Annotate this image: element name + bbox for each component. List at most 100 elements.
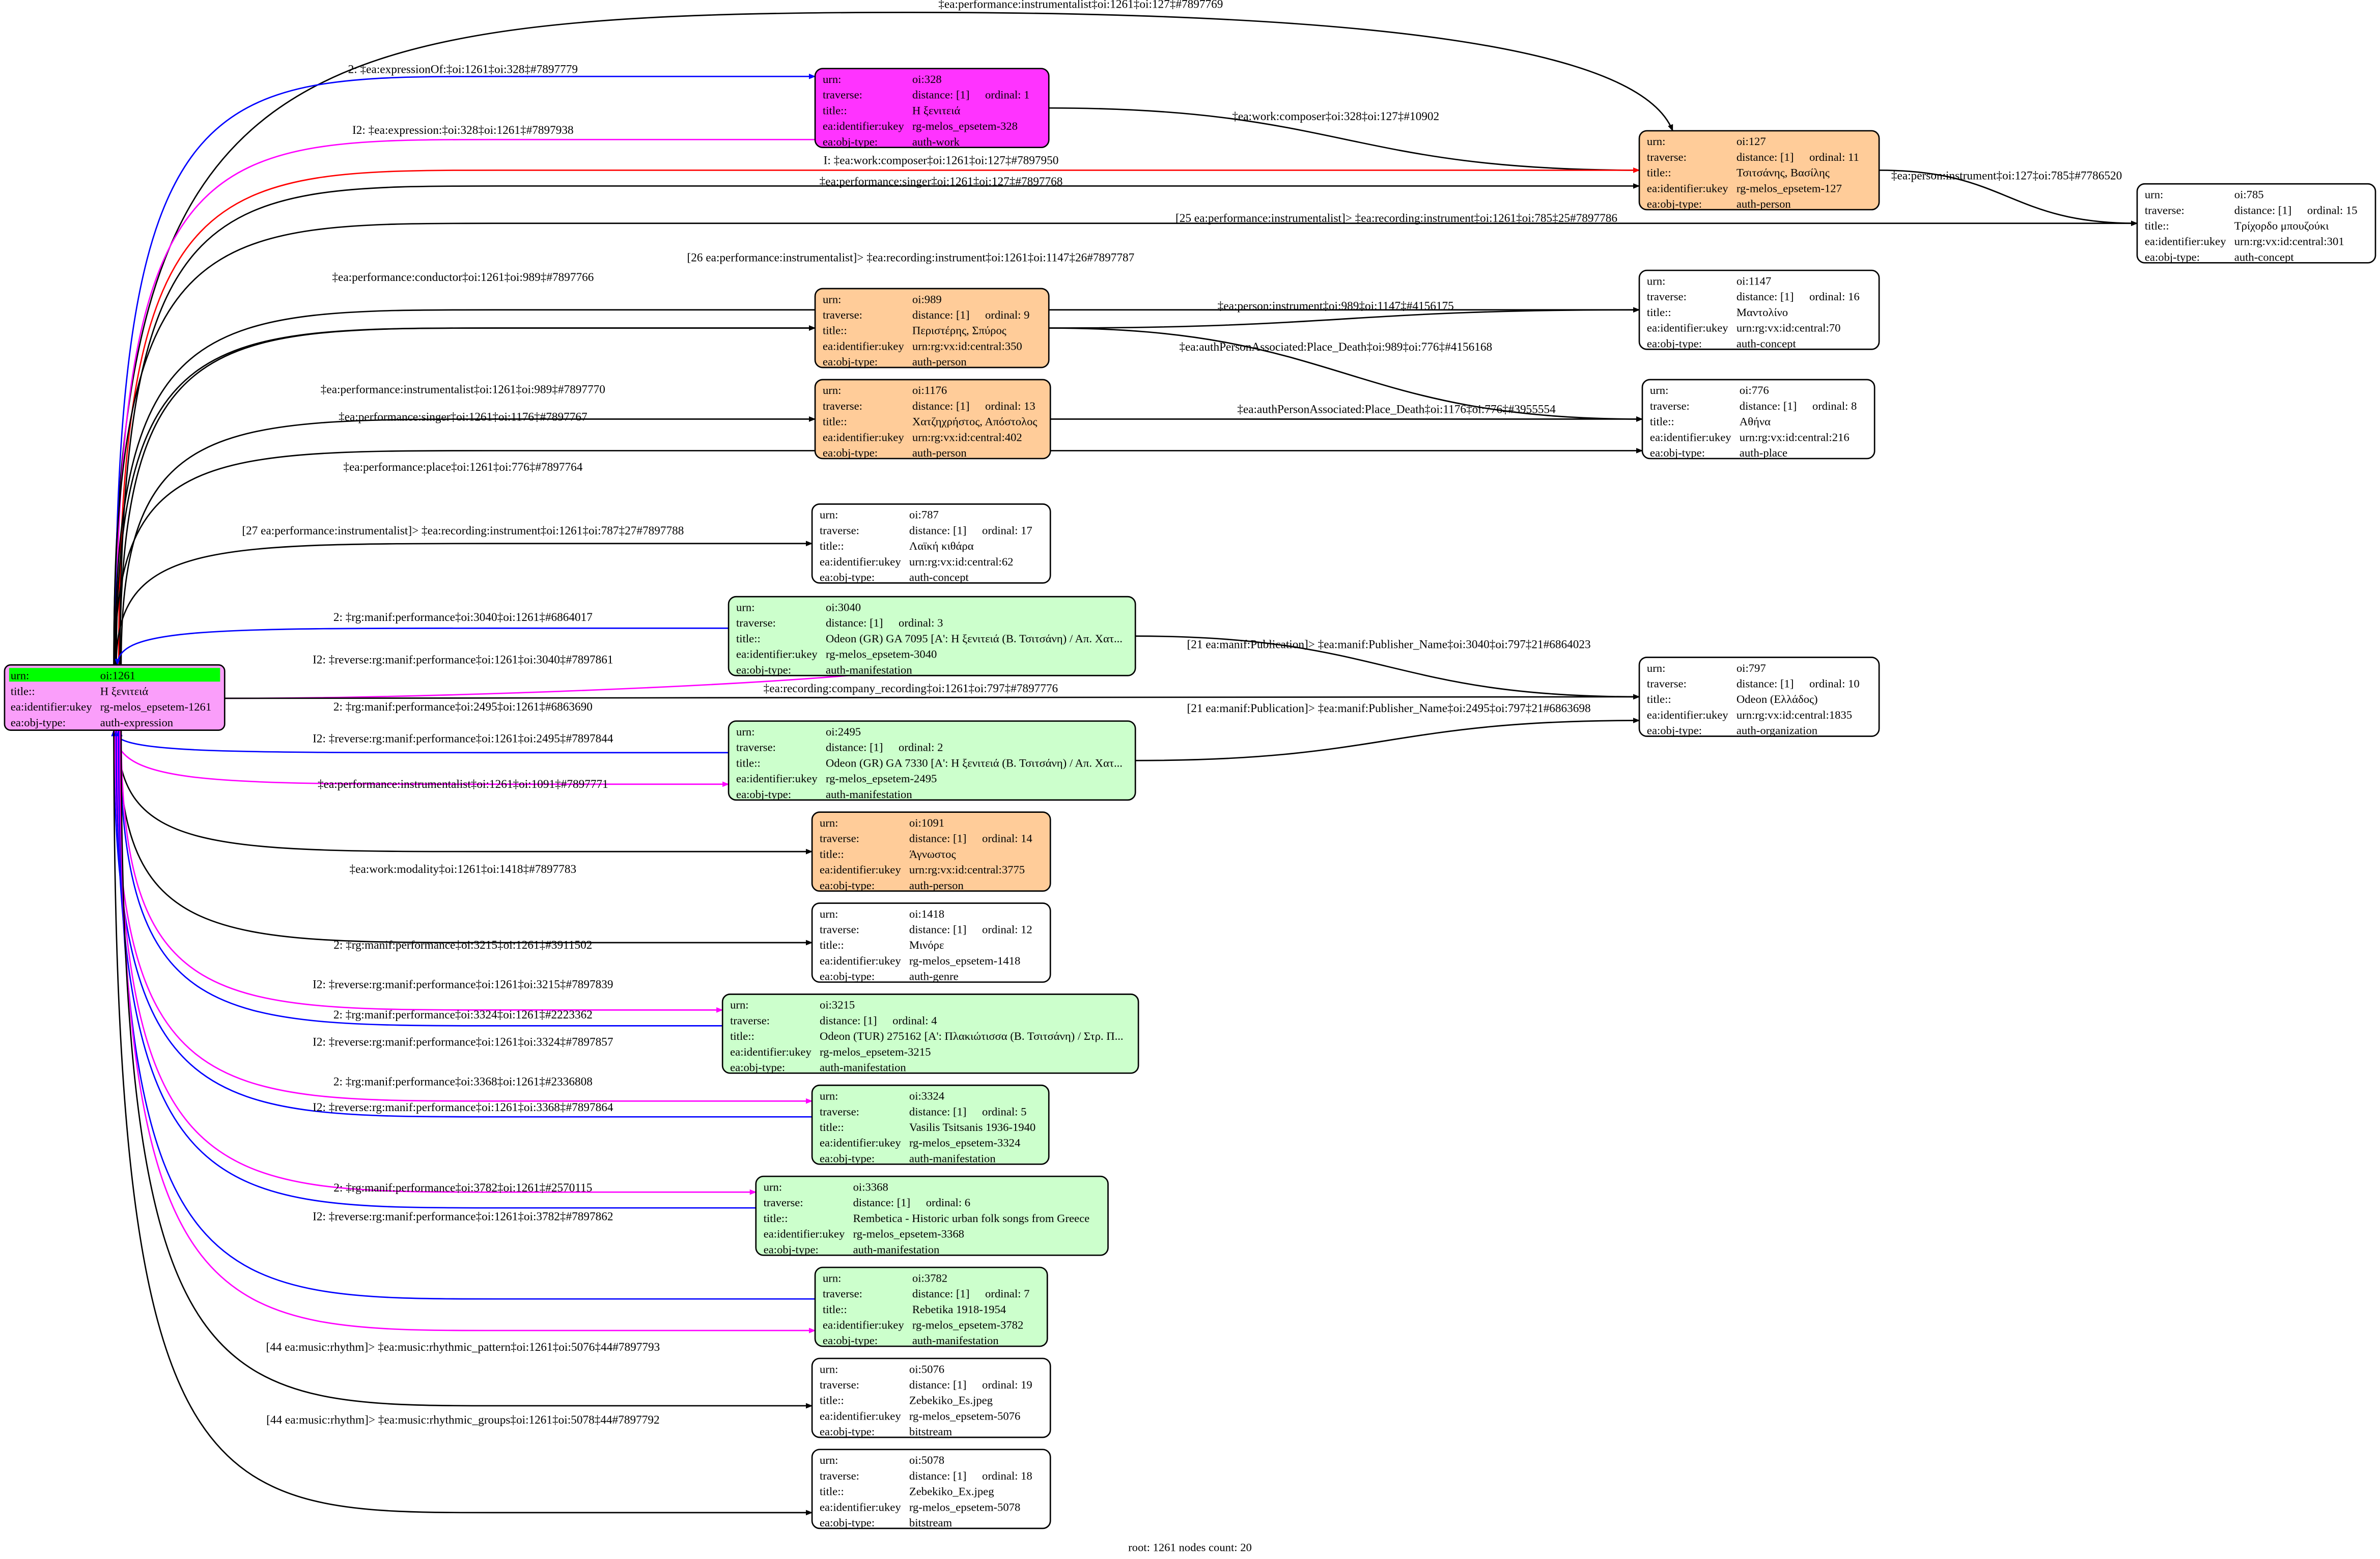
node-ordinal: ordinal: 11	[1809, 151, 1859, 163]
node-field-ukey: rg-melos_epsetem-1418	[909, 954, 1020, 967]
node-field-label: traverse:	[820, 524, 859, 536]
node-distance: distance: [1]	[912, 1287, 970, 1300]
node-field-label: urn:	[736, 601, 754, 614]
edge-1261-1147	[114, 307, 1640, 665]
node-field-label: ea:identifier:ukey	[730, 1045, 811, 1058]
node-field-label: ea:identifier:ukey	[1650, 431, 1731, 443]
node-field-label: traverse:	[764, 1196, 803, 1209]
node-field-title: Χατζηχρήστος, Απόστολος	[912, 415, 1038, 428]
node-field-label: urn:	[820, 1363, 838, 1375]
node-field-type: auth-concept	[909, 571, 969, 584]
node-distance: distance: [1]	[826, 741, 883, 754]
node-field-label: ea:obj-type:	[823, 446, 878, 459]
node-distance: distance: [1]	[1737, 677, 1794, 690]
node-field-ukey: urn:rg:vx:id:central:402	[912, 431, 1022, 443]
node-field-value: rg-melos_epsetem-1261	[100, 700, 211, 713]
node-field-title: Αθήνα	[1740, 415, 1771, 428]
edges-layer: ‡ea:performance:instrumentalist‡oi:1261‡…	[111, 0, 2138, 1516]
node-field-title: Vasilis Tsitsanis 1936-1940	[909, 1121, 1035, 1133]
node-field-type: auth-concept	[2234, 250, 2294, 263]
node-field-label: traverse:	[736, 741, 776, 754]
node-field-ukey: rg-melos_epsetem-127	[1737, 182, 1842, 194]
edge-label: [21 ea:manif:Publication]> ‡ea:manif:Pub…	[1187, 702, 1590, 715]
node-field-ukey: rg-melos_epsetem-5076	[909, 1409, 1020, 1422]
node-field-urn: oi:328	[912, 73, 942, 86]
node-field-label: traverse:	[1647, 290, 1687, 303]
edge-label: [26 ea:performance:instrumentalist]> ‡ea…	[687, 251, 1135, 264]
edge-label: I2: ‡reverse:rg:manif:performance‡oi:126…	[313, 732, 613, 745]
node-field-label: ea:identifier:ukey	[11, 700, 92, 713]
node-field-label: ea:identifier:ukey	[1647, 708, 1728, 721]
node-field-title: Odeon (TUR) 275162 [Α': Πλακιώτισσα (Β. …	[820, 1030, 1124, 1042]
node-field-label: ea:identifier:ukey	[1647, 182, 1728, 194]
node-field-title: Άγνωστος	[909, 847, 956, 860]
edge-label: ‡ea:performance:conductor‡oi:1261‡oi:989…	[332, 271, 594, 284]
node-distance: distance: [1]	[820, 1014, 877, 1027]
node-field-label: ea:identifier:ukey	[820, 555, 901, 568]
edge-1261-1091	[117, 730, 813, 855]
node-field-urn: oi:1418	[909, 908, 944, 920]
node-distance: distance: [1]	[912, 400, 970, 412]
edge-label: [44 ea:music:rhythm]> ‡ea:music:rhythmic…	[266, 1341, 660, 1354]
edge-label: 2: ‡rg:manif:performance‡oi:3782‡oi:1261…	[333, 1181, 592, 1195]
node-ordinal: ordinal: 14	[982, 832, 1032, 845]
node-field-label: urn:	[820, 908, 838, 920]
node-field-label: ea:obj-type:	[11, 716, 66, 729]
node-field-label: urn:	[823, 73, 841, 86]
node-field-type: auth-manifestation	[853, 1243, 940, 1256]
node-field-label: title::	[736, 756, 761, 769]
node-field-label: ea:obj-type:	[823, 1334, 878, 1347]
node-field-label: ea:obj-type:	[1647, 724, 1702, 737]
node-field-label: title::	[820, 1485, 844, 1498]
node-ordinal: ordinal: 17	[982, 524, 1032, 536]
edge-label: I2: ‡reverse:rg:manif:performance‡oi:126…	[313, 1101, 613, 1114]
node-field-title: Zebekiko_Ex.jpeg	[909, 1485, 994, 1498]
node-field-title: Rebetika 1918-1954	[912, 1303, 1006, 1316]
node-field-label: ea:identifier:ukey	[820, 863, 901, 876]
node-field-title: Rembetica - Historic urban folk songs fr…	[853, 1212, 1090, 1225]
node-distance: distance: [1]	[1737, 151, 1794, 163]
edge-3215-1261	[117, 729, 723, 1027]
node-field-label: urn:	[823, 1271, 841, 1284]
node-field-label: title::	[2145, 219, 2169, 232]
node-field-label: title::	[823, 1303, 847, 1316]
edge-label: ‡ea:person:instrument‡oi:989‡oi:1147‡#41…	[1218, 300, 1454, 313]
graph-footer: root: 1261 nodes count: 20	[1128, 1541, 1252, 1554]
node-field-label: ea:obj-type:	[736, 788, 791, 801]
edge-127-785	[1879, 169, 2138, 226]
node-field-label: traverse:	[1650, 400, 1690, 412]
node-field-urn: oi:5078	[909, 1454, 944, 1466]
node-field-urn: oi:3368	[853, 1180, 888, 1193]
edge-label: I2: ‡reverse:rg:manif:performance‡oi:126…	[313, 653, 613, 666]
edge-1261-3368	[117, 730, 757, 1195]
node-distance: distance: [1]	[1737, 290, 1794, 303]
node-field-label: title::	[820, 939, 844, 951]
node-distance: distance: [1]	[909, 832, 967, 845]
node-field-ukey: rg-melos_epsetem-3324	[909, 1137, 1020, 1149]
node-field-label: urn:	[823, 293, 841, 305]
edge-label: I2: ‡reverse:rg:manif:performance‡oi:126…	[313, 1210, 613, 1224]
node-field-ukey: rg-melos_epsetem-3040	[826, 648, 937, 661]
node-field-label: urn:	[11, 669, 29, 682]
